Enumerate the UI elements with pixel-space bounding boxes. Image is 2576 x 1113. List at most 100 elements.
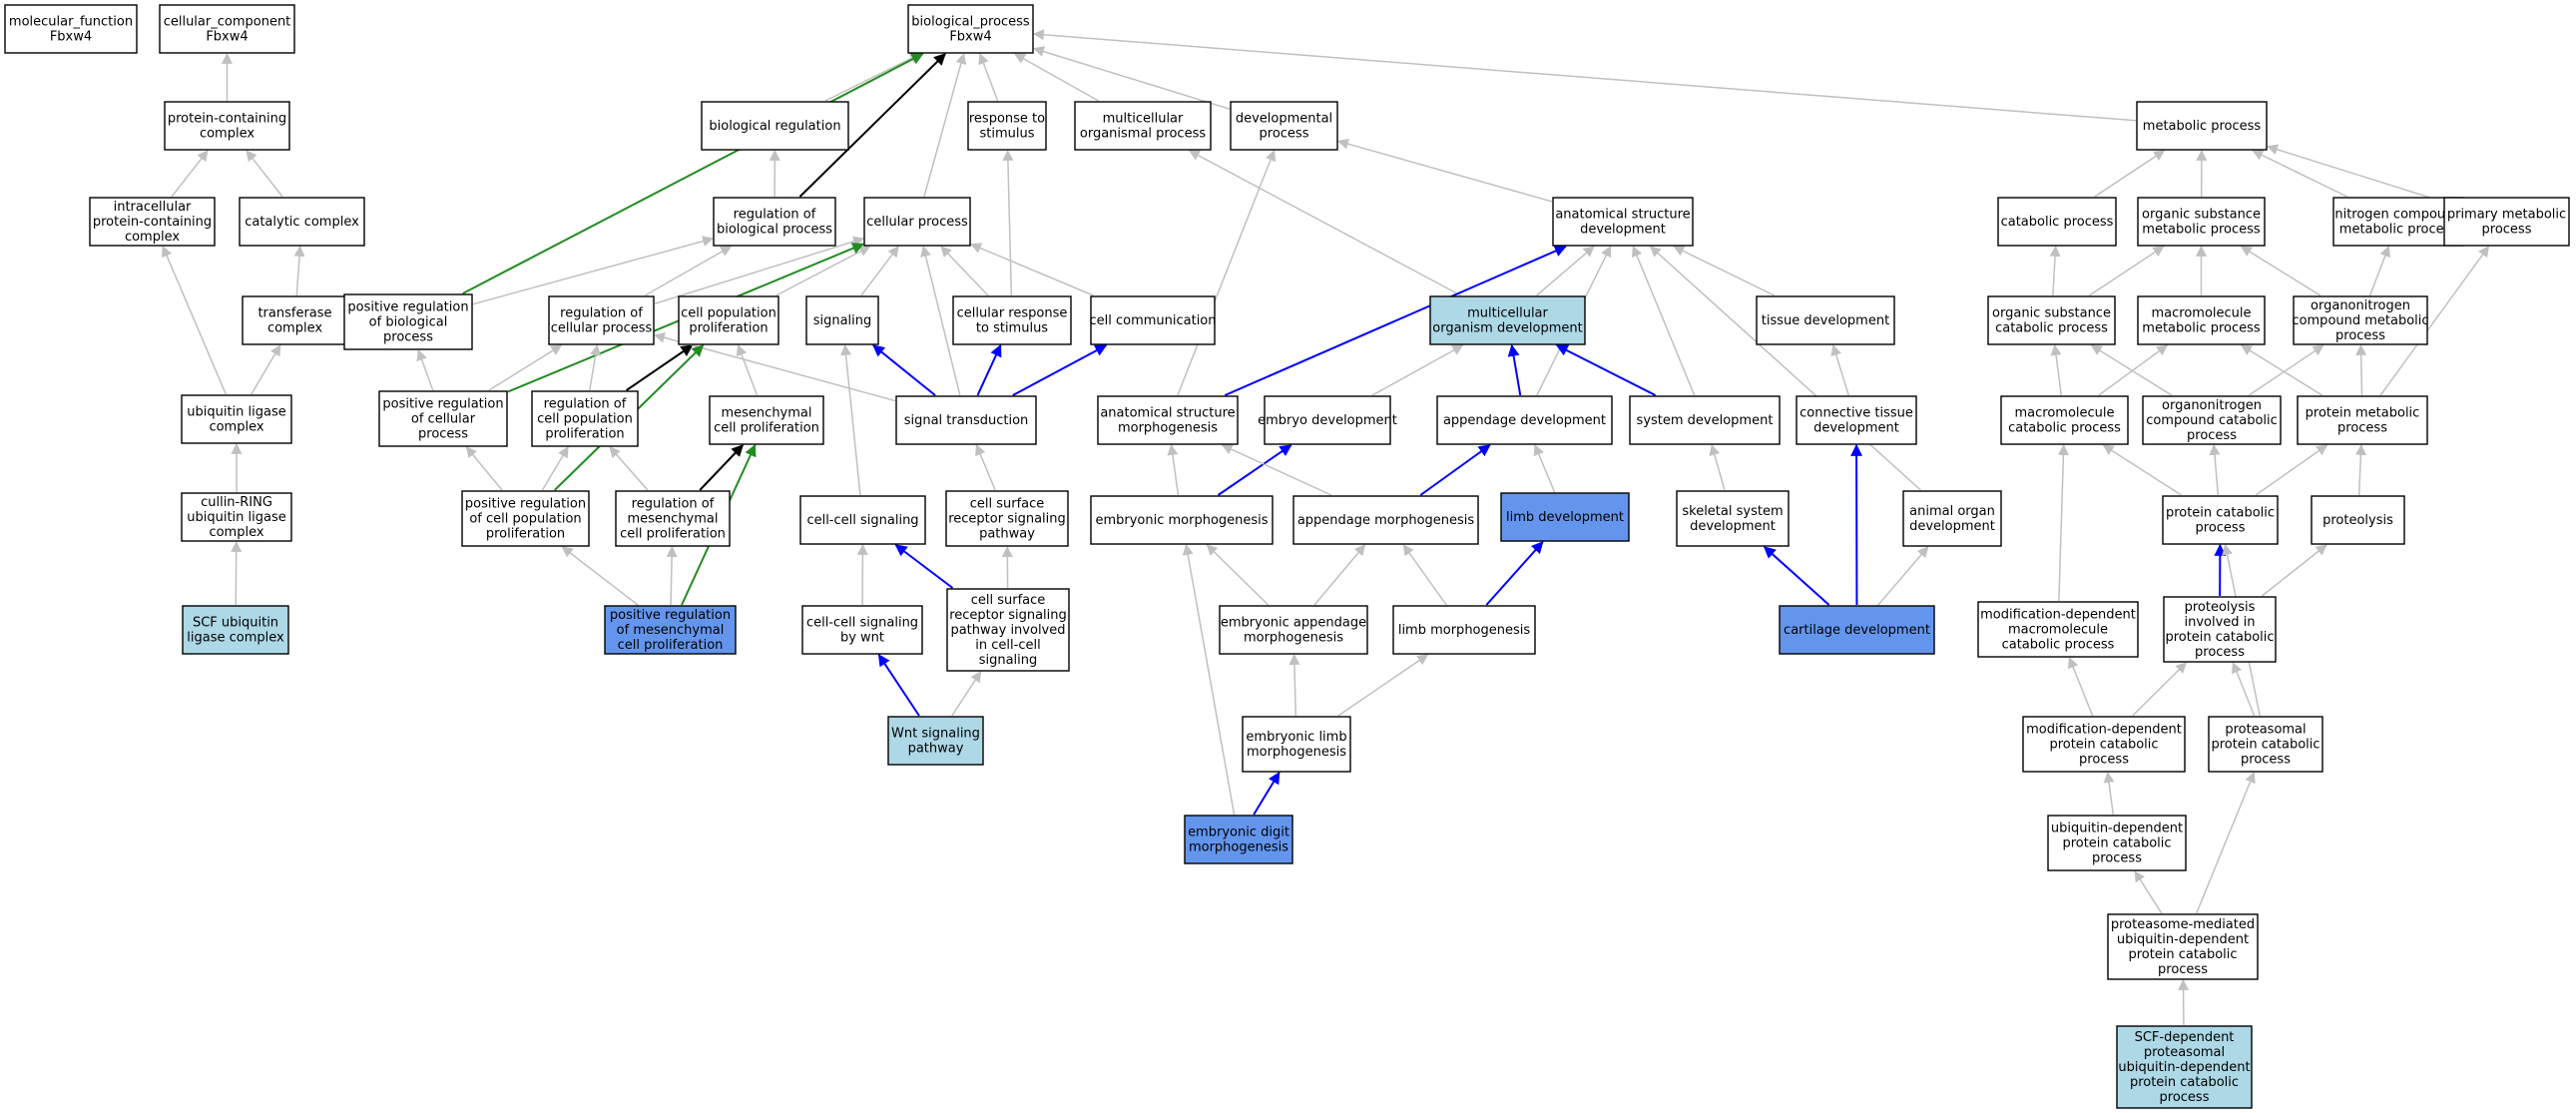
node-label-line: process — [2092, 851, 2142, 866]
node-box — [181, 394, 292, 444]
go-node-prot[interactable]: proteolysis — [2311, 495, 2405, 545]
go-node-ccom[interactable]: cell communication — [1089, 295, 1217, 345]
go-node-pmudpcp[interactable]: proteasome-mediatedubiquitin-dependentpr… — [2107, 913, 2259, 980]
edge-trc-to-catc — [293, 245, 305, 296]
go-node-ccs[interactable]: cell-cell signaling — [799, 495, 926, 545]
edge-picp-to-prot — [2261, 544, 2327, 597]
go-node-metp[interactable]: metabolic process — [2136, 101, 2268, 151]
edge-prcpp-to-rcpp — [541, 446, 569, 491]
node-box — [239, 197, 365, 247]
node-label-line: ubiquitin ligase — [187, 510, 286, 525]
go-node-sig[interactable]: signaling — [805, 295, 879, 345]
node-label-line: proliferation — [545, 427, 624, 442]
node-label-line: cellular_component — [164, 15, 291, 30]
node-label-line: metabolic process — [2142, 223, 2261, 238]
go-node-st[interactable]: signal transduction — [895, 395, 1037, 445]
node-box — [181, 492, 292, 542]
go-node-tdev[interactable]: tissue development — [1756, 295, 1895, 345]
node-label-line: process — [2195, 645, 2245, 660]
edge-pmudpcp-to-udpcp — [2134, 870, 2163, 914]
edge-ncmp-to-metp — [2252, 150, 2348, 198]
node-label-line: proteasomal — [2225, 723, 2306, 738]
go-node-cp[interactable]: cellular process — [863, 197, 971, 247]
node-box — [2163, 596, 2277, 663]
go-node-lm[interactable]: limb morphogenesis — [1392, 605, 1536, 655]
go-node-am[interactable]: appendage morphogenesis — [1292, 495, 1479, 545]
edge-prcp-to-rcp — [488, 344, 563, 391]
node-label-line: protein metabolic — [2306, 406, 2420, 421]
go-node-cd[interactable]: cartilage development — [1779, 605, 1935, 655]
node-label-line: receptor signaling — [949, 608, 1067, 623]
go-node-ld[interactable]: limb development — [1500, 492, 1630, 542]
node-box — [2137, 295, 2266, 345]
node-box — [604, 605, 737, 655]
go-node-scfpp[interactable]: SCF-dependentproteasomalubiquitin-depend… — [2116, 1025, 2253, 1109]
node-label-line: metabolic process — [2143, 119, 2262, 134]
node-label-line: of biological — [369, 315, 448, 330]
node-label-line: morphogenesis — [1118, 421, 1218, 436]
go-node-em[interactable]: embryonic morphogenesis — [1090, 495, 1274, 545]
node-label-line: regulation of — [734, 208, 816, 223]
go-node-ed[interactable]: embryo development — [1258, 395, 1397, 445]
go-node-breg[interactable]: biological regulation — [701, 101, 849, 151]
node-box — [1242, 716, 1351, 773]
edge-oncmp-to-ncmp — [2368, 245, 2390, 296]
go-node-ad[interactable]: appendage development — [1436, 395, 1613, 445]
go-node-catc[interactable]: catalytic complex — [239, 197, 365, 247]
edge-eam-to-em — [1206, 544, 1270, 606]
go-node-mdmcp[interactable]: modification-dependentmacromoleculecatab… — [1977, 601, 2139, 658]
go-node-catp[interactable]: catabolic process — [1997, 197, 2117, 247]
go-node-sd[interactable]: system development — [1629, 395, 1781, 445]
